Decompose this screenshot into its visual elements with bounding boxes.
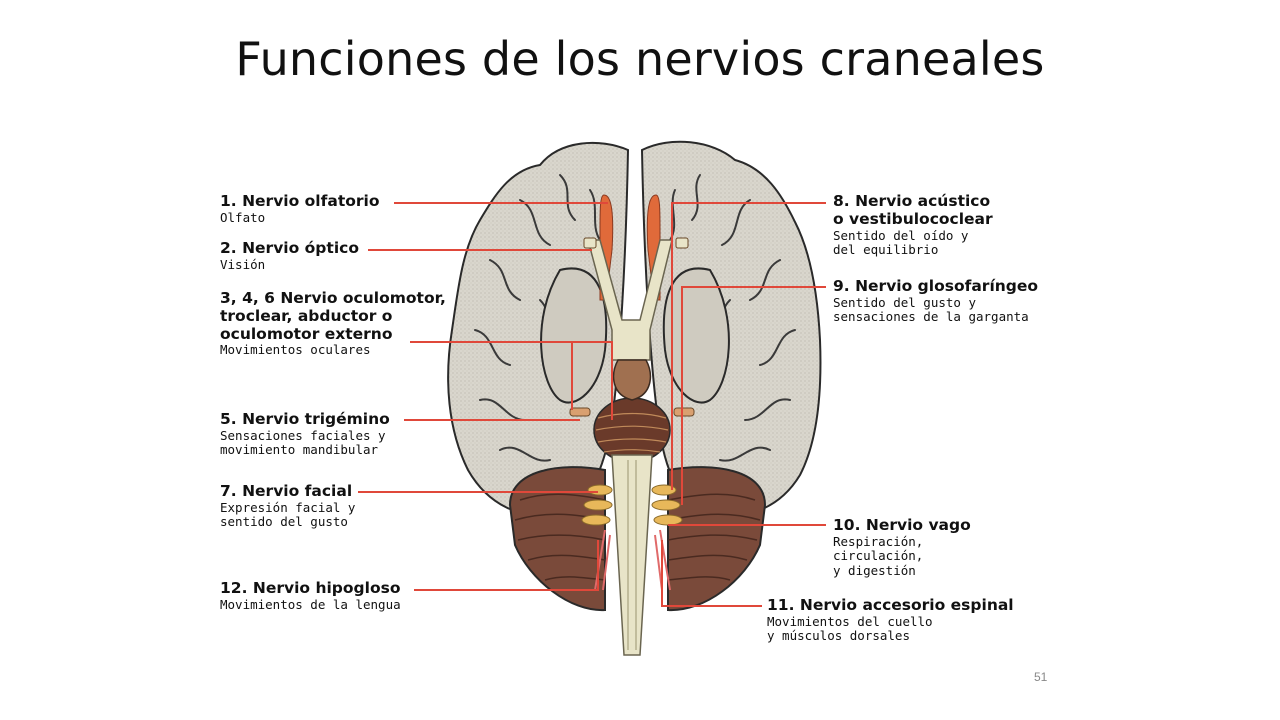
label-oculomotor-nerves: 3, 4, 6 Nervio oculomotor, troclear, abd… (220, 289, 446, 358)
spinal-cord (611, 454, 653, 656)
label-hypoglossal-nerve: 12. Nervio hipogloso Movimientos de la l… (220, 579, 401, 612)
page-number: 51 (1034, 670, 1048, 684)
label-olfactory-nerve: 1. Nervio olfatorio Olfato (220, 192, 380, 225)
cerebellum (508, 466, 606, 612)
label-accessory-nerve: 11. Nervio accesorio espinal Movimientos… (767, 596, 1014, 644)
leader-lines (358, 202, 826, 607)
label-acoustic-nerve: 8. Nervio acústico o vestibulococlear Se… (833, 192, 993, 257)
label-facial-nerve: 7. Nervio facial Expresión facial y sent… (220, 482, 356, 530)
label-trigeminal-nerve: 5. Nervio trigémino Sensaciones faciales… (220, 410, 390, 458)
slide-title: Funciones de los nervios craneales (235, 32, 1045, 86)
label-optic-nerve: 2. Nervio óptico Visión (220, 239, 359, 272)
label-vagus-nerve: 10. Nervio vago Respiración, circulación… (833, 516, 971, 578)
label-glossopharyngeal-nerve: 9. Nervio glosofaríngeo Sentido del gust… (833, 277, 1039, 325)
right-hemisphere (640, 140, 822, 518)
